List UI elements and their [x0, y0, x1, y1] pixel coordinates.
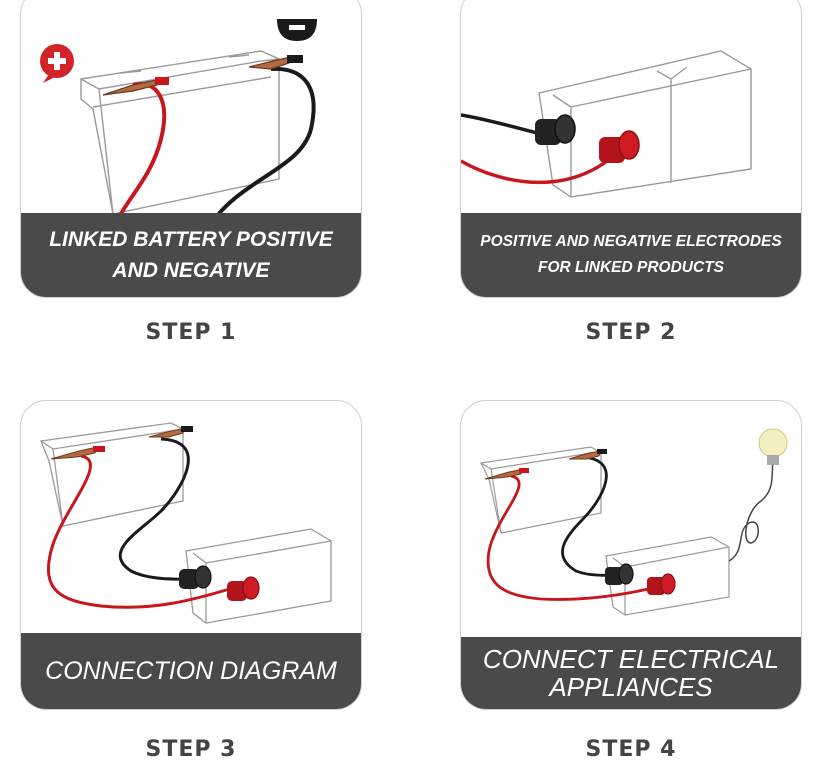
step-1-card: LINKED BATTERY POSITIVE AND NEGATIVE	[20, 0, 362, 298]
positive-terminal-icon	[647, 573, 676, 595]
step-4-card: CONNECT ELECTRICAL APPLIANCES	[460, 400, 802, 710]
step-3-card: CONNECTION DIAGRAM	[20, 400, 362, 710]
light-bulb-icon	[758, 428, 788, 465]
step-2-card: POSITIVE AND NEGATIVE ELECTRODES FOR LIN…	[460, 0, 802, 298]
positive-terminal-icon	[227, 576, 260, 601]
step-1-label: STEP 1	[145, 320, 237, 345]
negative-clamp-icon	[568, 449, 607, 460]
negative-terminal-icon	[605, 563, 634, 585]
step-2-caption: POSITIVE AND NEGATIVE ELECTRODES FOR LIN…	[461, 213, 801, 297]
positive-clamp-icon	[102, 77, 169, 96]
negative-terminal-icon	[535, 114, 576, 145]
step-1-caption: LINKED BATTERY POSITIVE AND NEGATIVE	[21, 213, 361, 297]
positive-terminal-icon	[599, 130, 640, 163]
positive-clamp-icon	[50, 446, 105, 460]
positive-clamp-icon	[484, 468, 529, 480]
product-illustration	[461, 50, 752, 198]
plus-badge-icon	[40, 44, 74, 83]
negative-clamp-icon	[148, 426, 193, 438]
appliance-illustration	[480, 428, 788, 616]
step-2-label: STEP 2	[585, 320, 677, 345]
step-3-label: STEP 3	[145, 737, 237, 762]
connection-illustration	[40, 422, 332, 624]
step-3-caption: CONNECTION DIAGRAM	[21, 633, 361, 709]
negative-terminal-icon	[179, 565, 212, 589]
battery-illustration	[40, 19, 317, 226]
step-4-caption: CONNECT ELECTRICAL APPLIANCES	[461, 637, 801, 709]
minus-badge-icon	[277, 19, 317, 41]
step-4-label: STEP 4	[585, 737, 677, 762]
negative-clamp-icon	[248, 55, 303, 70]
